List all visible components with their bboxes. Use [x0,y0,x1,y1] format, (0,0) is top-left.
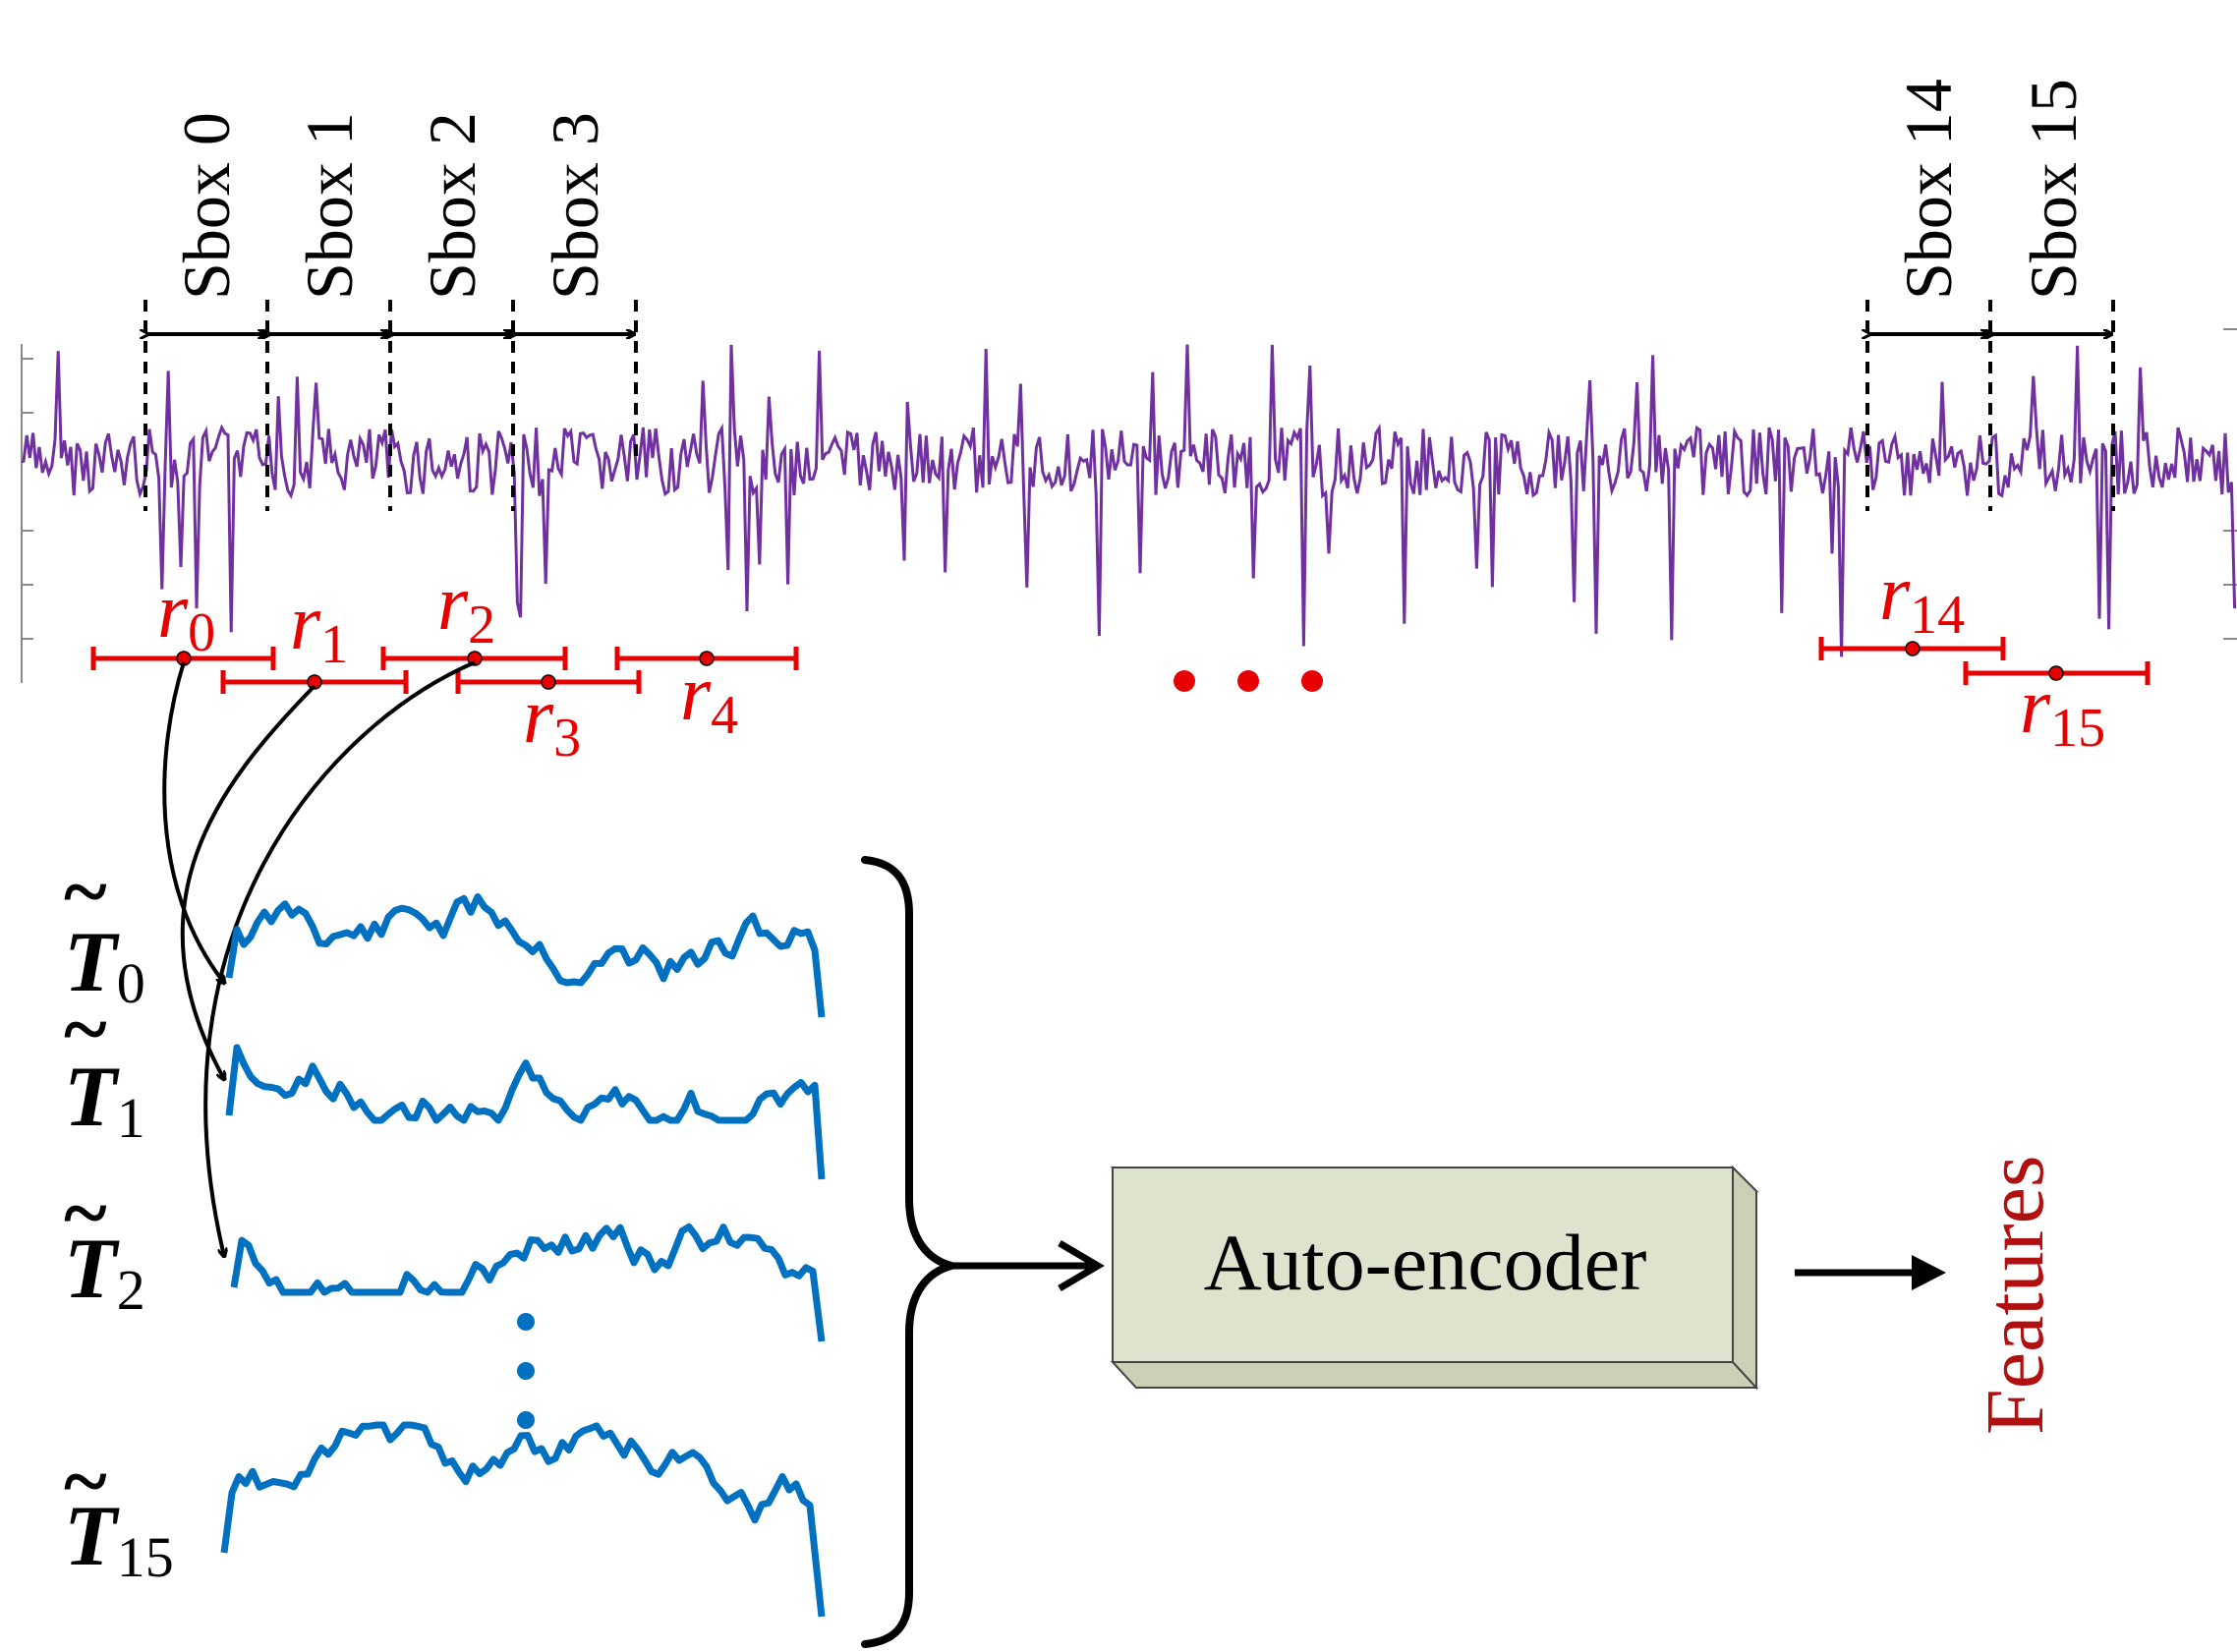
box-side [1732,1165,1757,1391]
box-face [1112,1167,1734,1363]
range-markers [90,637,2151,694]
encoder-to-features-arrowhead [1912,1255,1946,1290]
trace-label-t2: T2 [64,1222,145,1322]
grouping-brace [861,856,967,1648]
ellipsis-dots-vertical [517,1313,535,1429]
sbox-0-label: Sbox 0 [169,112,244,300]
sbox-2-label: Sbox 2 [415,112,489,300]
brace-to-encoder-arrowhead [1058,1239,1105,1292]
trace-label-t0: T0 [64,915,145,1015]
segment-trace-t15 [220,1421,826,1618]
box-bottom [1110,1361,1759,1389]
axis-ticks [21,328,2237,683]
ellipsis-dots-horizontal [1174,670,1323,692]
range-label-r4: r4 [680,651,738,746]
sbox-15-label: Sbox 15 [2016,79,2091,300]
segment-traces [220,893,826,1618]
segment-trace-t0 [225,893,826,1018]
tilde-t0: ~ [64,846,107,938]
tilde-t1: ~ [64,984,107,1075]
sbox-markers [143,300,2115,511]
trace-label-t1: T1 [64,1050,145,1150]
selection-arrows [162,660,476,1256]
range-label-r3: r3 [523,673,581,769]
range-label-r1: r1 [290,580,348,675]
arrow-r2-to-t2 [203,660,476,1256]
sbox-14-label: Sbox 14 [1891,79,1966,300]
arrow-r0-to-t0 [162,661,224,983]
features-label: Features [1970,1155,2061,1435]
tilde-t2: ~ [64,1168,107,1259]
trace-label-t15: T15 [64,1489,174,1589]
range-label-r2: r2 [437,560,495,655]
segment-trace-t1 [225,1044,826,1180]
range-label-r14: r14 [1879,550,1965,646]
sbox-1-label: Sbox 1 [292,112,367,300]
arrow-r1-to-t1 [180,684,316,1079]
auto-encoder-label: Auto-encoder [1204,1218,1647,1307]
sbox-3-label: Sbox 3 [538,112,612,300]
tilde-t15: ~ [64,1436,107,1527]
auto-encoder-box: Auto-encoder [1110,1165,1759,1391]
segment-trace-t2 [230,1223,826,1342]
range-label-r0: r0 [157,568,215,663]
range-label-r15: r15 [2020,663,2105,759]
